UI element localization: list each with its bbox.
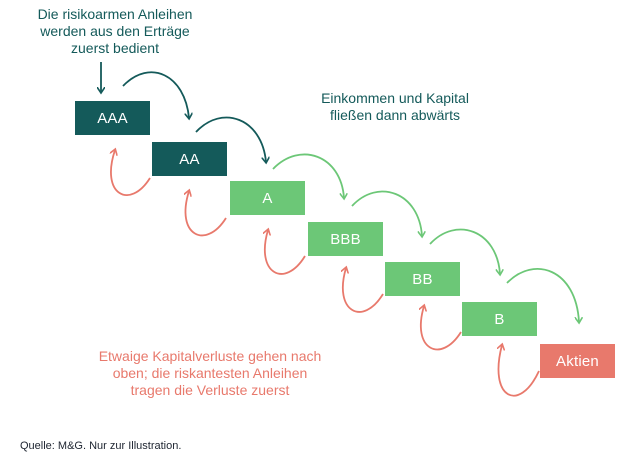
tranche-aa: AA — [152, 142, 227, 176]
down-arrow-aaa-aa — [122, 71, 189, 118]
up-arrow-a-aa — [185, 191, 227, 237]
annotation-bottom-left-line-1: Etwaige Kapitalverluste gehen nach — [98, 348, 322, 364]
down-arrow-b-aktien — [506, 267, 579, 322]
tranche-a: A — [230, 181, 305, 215]
up-arrow-b-bb — [421, 306, 462, 351]
tranche-bb: BB — [385, 262, 460, 296]
tranche-bbb: BBB — [308, 222, 383, 256]
annotation-top-right: Einkommen und Kapital fließen dann abwär… — [300, 90, 490, 124]
up-arrow-bbb-a — [265, 230, 306, 275]
down-arrow-bb-b — [429, 228, 500, 274]
annotation-bottom-left-line-3: tragen die Verluste zuerst — [130, 382, 290, 398]
up-arrow-bb-bbb — [343, 268, 384, 313]
annotation-top-right-line-1: Einkommen und Kapital — [321, 90, 469, 106]
source-caption: Quelle: M&G. Nur zur Illustration. — [20, 440, 182, 452]
down-arrow-aa-a — [195, 116, 266, 162]
tranche-b: B — [462, 302, 537, 336]
up-arrow-aktien-b — [498, 345, 540, 397]
annotation-top-left: Die risikoarmen Anleihen werden aus den … — [20, 6, 210, 57]
annotation-top-right-line-2: fließen dann abwärts — [330, 107, 460, 123]
down-arrow-a-bbb — [272, 153, 344, 198]
down-arrow-bbb-bb — [351, 190, 422, 236]
annotation-bottom-left: Etwaige Kapitalverluste gehen nach oben;… — [70, 348, 350, 399]
annotation-top-left-line-2: werden aus den Erträge — [40, 23, 190, 39]
tranche-aktien: Aktien — [540, 344, 615, 378]
annotation-bottom-left-line-2: oben; die riskantesten Anleihen — [112, 365, 308, 381]
up-arrow-aa-aaa — [111, 150, 151, 196]
annotation-top-left-line-1: Die risikoarmen Anleihen — [37, 6, 193, 22]
tranche-aaa: AAA — [75, 101, 150, 135]
annotation-top-left-line-3: zuerst bedient — [71, 40, 159, 56]
